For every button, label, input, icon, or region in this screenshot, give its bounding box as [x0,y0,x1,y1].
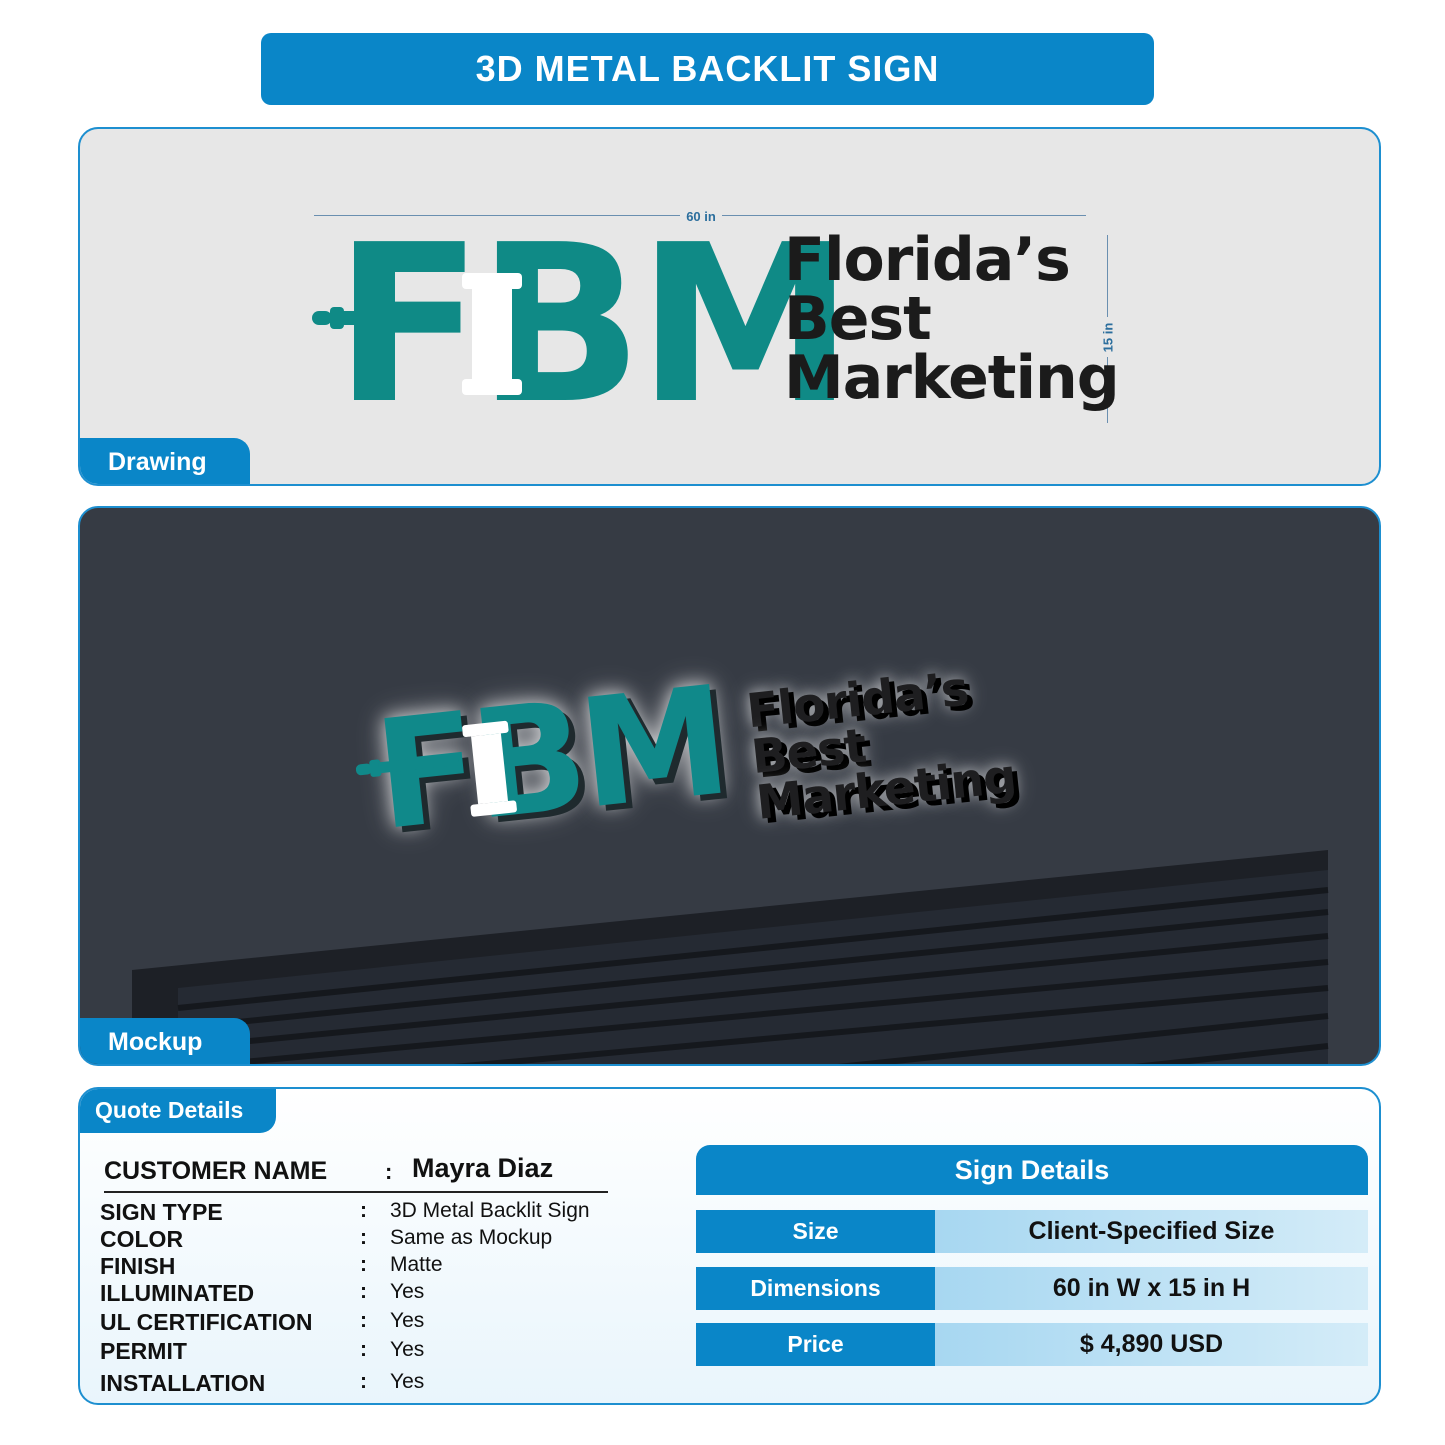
sign-details-key: Dimensions [696,1267,935,1310]
spec-label: COLOR [100,1226,184,1252]
sign-details-row-size: Size Client-Specified Size [696,1210,1368,1253]
sign-details-value: 60 in W x 15 in H [935,1267,1368,1310]
mockup-logo: FBM Florida’s Best Marketing [349,632,1066,904]
customer-name-row: CUSTOMER NAME : Mayra Diaz [104,1153,608,1193]
quote-details-tag: Quote Details [80,1089,276,1133]
spec-colon: : [360,1338,367,1361]
spec-colon: : [360,1253,367,1276]
customer-name-value: Mayra Diaz [412,1153,554,1183]
tagline-line-2: Best [784,283,932,354]
spec-value: Yes [390,1309,425,1332]
spec-label: ILLUMINATED [100,1280,255,1306]
drawing-panel: 60 in 15 in FBM Florida’s Best Marketing… [78,127,1381,486]
spec-row-illuminated: ILLUMINATED : Yes [100,1280,620,1308]
mockup-panel: FBM Florida’s Best Marketing Mockup [78,506,1381,1066]
spec-value: 3D Metal Backlit Sign [390,1199,590,1222]
drawing-tag: Drawing [80,438,250,484]
width-dimension-label: 60 in [680,209,722,224]
sign-details-row-price: Price $ 4,890 USD [696,1323,1368,1366]
spec-colon: : [360,1370,367,1393]
spec-row-color: COLOR : Same as Mockup [100,1226,620,1254]
tagline-line-1: Florida’s [784,225,1071,295]
page-title: 3D METAL BACKLIT SIGN [261,33,1154,105]
mockup-logo-tagline: Florida’s Best Marketing [744,661,1018,830]
sign-details-key: Size [696,1210,935,1253]
spec-label: INSTALLATION [100,1370,266,1396]
customer-name-label: CUSTOMER NAME [104,1157,328,1185]
spec-row-installation: INSTALLATION : Yes [100,1370,620,1398]
sign-details-value: Client-Specified Size [935,1210,1368,1253]
drawing-logo: FBM Florida’s Best Marketing [312,217,1120,435]
sign-details-header: Sign Details [696,1145,1368,1195]
spec-label: SIGN TYPE [100,1199,223,1225]
spec-value: Matte [390,1253,443,1276]
logo-tagline: Florida’s Best Marketing [784,225,1120,413]
sign-details-key: Price [696,1323,935,1366]
spec-label: PERMIT [100,1338,187,1364]
spec-colon: : [360,1199,367,1222]
spec-label: UL CERTIFICATION [100,1309,313,1335]
spec-value: Yes [390,1370,425,1393]
spec-label: FINISH [100,1253,176,1279]
spec-value: Yes [390,1280,425,1303]
spec-row-sign-type: SIGN TYPE : 3D Metal Backlit Sign [100,1199,620,1227]
quote-details-panel: Quote Details CUSTOMER NAME : Mayra Diaz… [78,1087,1381,1405]
mockup-tag: Mockup [80,1018,250,1064]
logo-letters: FBM [334,199,854,452]
mockup-gavel-icon [355,720,517,817]
sign-details-row-dimensions: Dimensions 60 in W x 15 in H [696,1267,1368,1310]
gavel-icon [312,273,522,395]
spec-value: Yes [390,1338,425,1361]
spec-value: Same as Mockup [390,1226,553,1249]
storefront-awning [132,850,1329,1064]
spec-row-finish: FINISH : Matte [100,1253,620,1281]
spec-colon: : [360,1280,367,1303]
spec-colon: : [360,1226,367,1249]
tagline-line-3: Marketing [784,342,1120,413]
customer-name-colon: : [385,1159,393,1184]
sign-details-value: $ 4,890 USD [935,1323,1368,1366]
spec-row-permit: PERMIT : Yes [100,1338,620,1366]
spec-row-ul-certification: UL CERTIFICATION : Yes [100,1309,620,1337]
height-dimension-label: 15 in [1094,317,1122,357]
spec-colon: : [360,1309,367,1332]
